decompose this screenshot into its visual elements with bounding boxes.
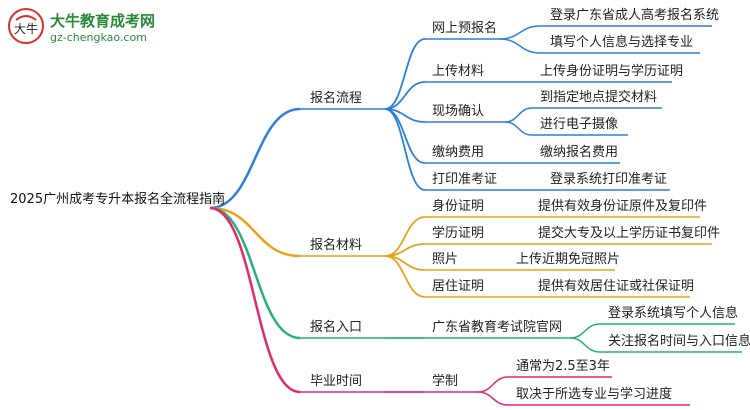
- connector-leaf-e0: [569, 323, 601, 339]
- node-program-length: 学制: [432, 374, 459, 389]
- node-exam-authority-site: 广东省教育考试院官网: [432, 320, 563, 335]
- leaf-login-fill: 登录系统填写个人信息: [608, 306, 739, 321]
- connector-process-0: [384, 38, 426, 110]
- node-print-ticket: 打印准考证: [432, 172, 498, 187]
- connector-process-3: [384, 108, 426, 164]
- leaf-id-proof: 提供有效身份证原件及复印件: [538, 199, 708, 214]
- node-onsite-confirm: 现场确认: [432, 104, 485, 119]
- node-upload-materials: 上传材料: [432, 64, 485, 79]
- leaf-print-ticket: 登录系统打印准考证: [550, 172, 668, 187]
- connector-root-graduation: [209, 206, 301, 394]
- leaf-pay-fee: 缴纳报名费用: [540, 145, 619, 160]
- logo-title: 大牛教育成考网: [50, 12, 156, 30]
- logo-url: gz-chengkao.com: [50, 31, 147, 44]
- svg-text:大牛: 大牛: [14, 21, 38, 36]
- connector-leaf-p2b: [504, 121, 533, 136]
- leaf-submit-materials: 到指定地点提交材料: [540, 90, 658, 105]
- node-residence-proof: 居住证明: [432, 279, 485, 294]
- leaf-watch-time: 关注报名时间与入口信息: [608, 334, 750, 349]
- branch-registration-materials: 报名材料: [310, 238, 363, 253]
- connector-root-process: [209, 107, 301, 210]
- node-id-proof: 身份证明: [432, 199, 485, 214]
- leaf-photo-upload: 上传近期免冠照片: [516, 252, 621, 267]
- connector-leaf-e1: [569, 337, 601, 353]
- branch-graduation-time: 毕业时间: [310, 374, 363, 389]
- connector-leaf-g0: [477, 376, 509, 393]
- leaf-typical-length: 通常为2.5至3年: [516, 359, 610, 374]
- leaf-residence-proof: 提供有效居住证或社保证明: [538, 279, 695, 294]
- connector-root-materials: [209, 206, 301, 258]
- connector-leaf-p0b: [499, 38, 541, 54]
- connector-leaf-g1: [477, 391, 509, 406]
- node-pay-fee: 缴纳费用: [432, 145, 485, 160]
- leaf-education-proof: 提交大专及以上学历证书复印件: [538, 226, 721, 241]
- connector-leaf-p0a: [499, 25, 541, 40]
- site-logo[interactable]: 大牛 大牛教育成考网 gz-chengkao.com: [6, 6, 166, 50]
- leaf-photo: 进行电子摄像: [540, 117, 619, 132]
- connector-leaf-p2a: [504, 107, 533, 123]
- node-photo: 照片: [432, 252, 459, 267]
- connector-process-4: [384, 108, 426, 191]
- leaf-upload-id: 上传身份证明与学历证明: [540, 64, 684, 79]
- leaf-fill-info: 填写个人信息与选择专业: [550, 35, 694, 50]
- root-node: 2025广州成考专升本报名全流程指南: [10, 192, 226, 207]
- node-education-proof: 学历证明: [432, 226, 485, 241]
- leaf-depends-on: 取决于所选专业与学习进度: [516, 387, 673, 402]
- connector-process-1: [384, 81, 426, 110]
- leaf-login-system: 登录广东省成人高考报名系统: [550, 8, 720, 23]
- branch-registration-entry: 报名入口: [310, 320, 363, 335]
- node-online-preregistration: 网上预报名: [432, 21, 498, 36]
- branch-registration-process: 报名流程: [310, 91, 363, 106]
- connector-materials-3: [384, 255, 426, 298]
- connector-root-entry: [209, 206, 301, 340]
- logo-mark-icon: 大牛: [8, 8, 44, 44]
